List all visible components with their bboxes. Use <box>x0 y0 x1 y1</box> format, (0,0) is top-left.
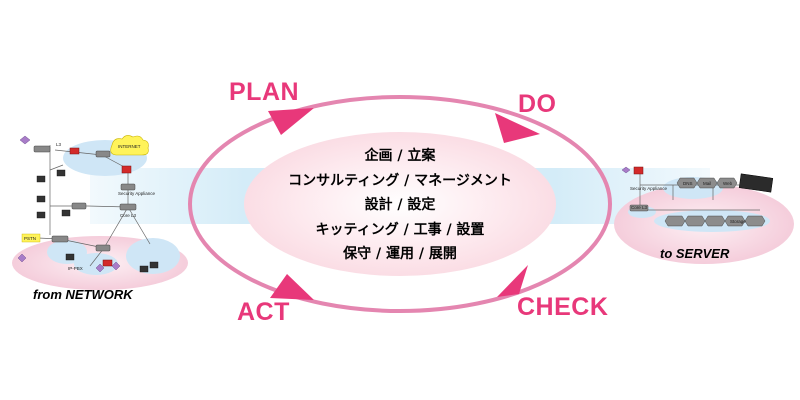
from-network-caption: from NETWORK <box>33 287 133 302</box>
security-appliance-label: Security Appliance <box>118 191 156 196</box>
right-server-illustration: Security Appliance Core L3 DNS Mail Web … <box>614 166 794 264</box>
to-server-caption: to SERVER <box>660 246 730 261</box>
plan-arrow-icon <box>268 108 314 135</box>
web-label: Web <box>723 181 733 186</box>
core-l3-label: Core L3 <box>120 213 137 218</box>
server-core-label: Core L3 <box>631 205 648 210</box>
dns-label: DNS <box>683 181 693 186</box>
phase-do-label: DO <box>518 90 557 118</box>
internet-label: INTERNET <box>118 144 141 149</box>
service-item: 設計 / 設定 <box>364 197 436 214</box>
service-list: 企画 / 立案 コンサルティング / マネージメント 設計 / 設定 キッティン… <box>240 144 560 267</box>
ippbx-label: IP-PBX <box>68 266 83 271</box>
mail-label: Mail <box>703 181 711 186</box>
service-item: 保守 / 運用 / 展開 <box>343 246 457 263</box>
left-network-illustration: INTERNET Security Appliance PSTN L3 IP-P… <box>12 135 188 290</box>
server-security-label: Security Appliance <box>630 186 668 191</box>
internet-cloud-icon <box>110 135 149 156</box>
center-ellipse <box>244 132 556 276</box>
check-arrow-icon <box>497 265 528 297</box>
service-item: 企画 / 立案 <box>364 148 436 164</box>
l3-label: L3 <box>56 142 62 147</box>
cycle-arrows <box>268 108 540 300</box>
phase-plan-label: PLAN <box>229 78 300 106</box>
phase-act-label: ACT <box>237 298 290 326</box>
do-arrow-icon <box>495 113 540 143</box>
storage-label: Storage <box>730 219 746 224</box>
phase-check-label: CHECK <box>517 293 609 321</box>
service-item: キッティング / 工事 / 設置 <box>315 221 485 238</box>
service-item: コンサルティング / マネージメント <box>288 172 512 189</box>
pstn-label: PSTN <box>24 236 36 241</box>
pdca-ring <box>188 95 612 313</box>
act-arrow-icon <box>270 274 314 300</box>
